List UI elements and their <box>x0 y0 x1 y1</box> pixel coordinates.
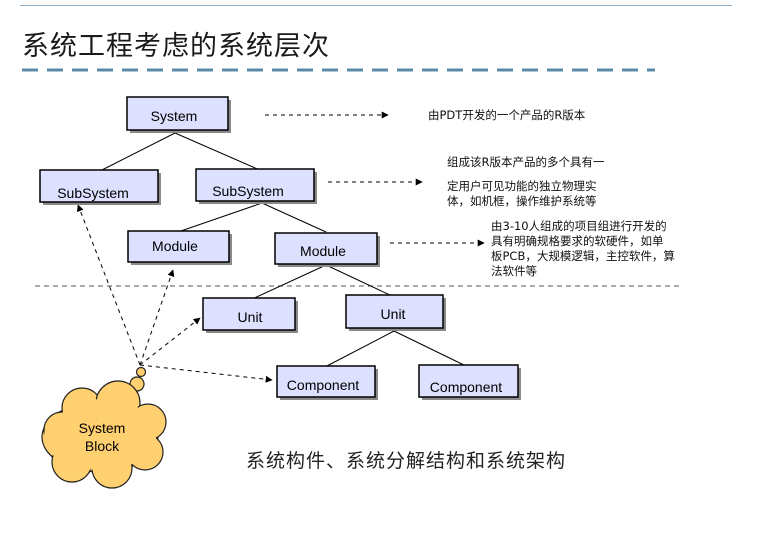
node-system: System <box>126 96 231 133</box>
note-subsystem-line2: 定用户可见功能的独立物理实 <box>447 179 597 193</box>
node-subsystem-right-label: SubSystem <box>212 183 284 199</box>
node-component-left: Component <box>276 365 378 400</box>
node-unit-left: Unit <box>202 297 298 333</box>
node-subsystem-right: SubSystem <box>195 168 317 204</box>
node-module-left: Module <box>127 230 232 265</box>
node-module-left-label: Module <box>152 238 198 254</box>
node-component-right: Component <box>418 364 521 400</box>
note-module-line4: 法软件等 <box>491 264 537 278</box>
node-subsystem-left: SubSystem <box>39 169 161 205</box>
tree-connectors <box>99 132 469 368</box>
page-title: 系统工程考虑的系统层次 <box>22 31 330 62</box>
top-rule <box>20 5 732 6</box>
note-module-line1: 由3-10人组成的项目组进行开发的 <box>491 219 667 233</box>
note-module-line3: 板PCB，大规模逻辑，主控软件，算 <box>491 249 675 263</box>
node-system-label: System <box>151 108 198 124</box>
diagram-caption: 系统构件、系统分解结构和系统架构 <box>246 450 567 472</box>
cloud-arrows <box>77 204 273 383</box>
note-module-line2: 具有明确规格要求的软硬件，如单 <box>491 234 664 248</box>
system-block-cloud: System Block <box>41 366 167 489</box>
node-unit-right: Unit <box>345 294 446 331</box>
note-subsystem-line3: 体，如机框，操作维护系统等 <box>447 194 597 208</box>
node-subsystem-left-label: SubSystem <box>57 185 129 201</box>
note-subsystem-line1: 组成该R版本产品的多个具有一 <box>447 155 605 169</box>
node-module-right-label: Module <box>300 243 346 259</box>
node-component-left-label: Component <box>287 377 359 393</box>
node-unit-right-label: Unit <box>381 306 406 322</box>
node-component-right-label: Component <box>430 379 502 395</box>
node-unit-left-label: Unit <box>238 309 263 325</box>
node-module-right: Module <box>274 232 380 267</box>
cloud-label-line1: System <box>79 420 126 436</box>
note-system: 由PDT开发的一个产品的R版本 <box>428 108 586 122</box>
cloud-label-line2: Block <box>85 438 120 454</box>
